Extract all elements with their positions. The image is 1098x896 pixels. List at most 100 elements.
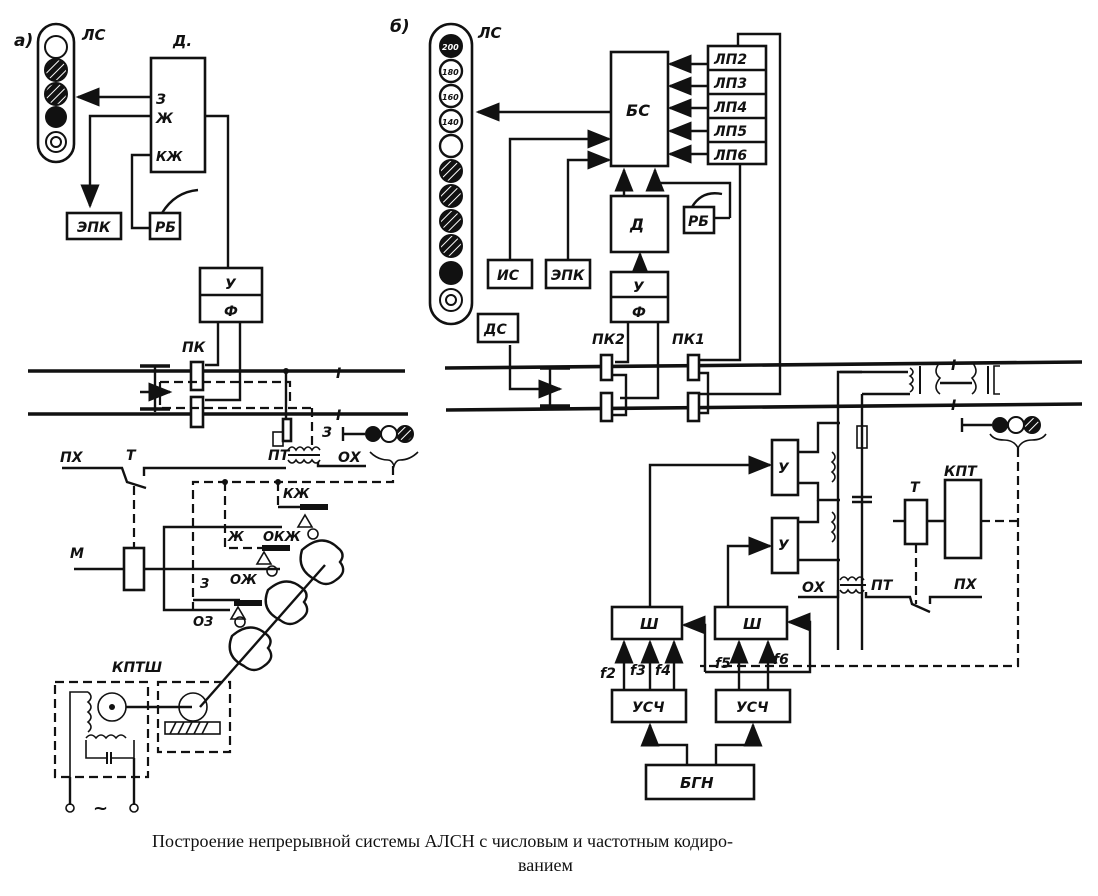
rb-a xyxy=(148,211,182,241)
kpt-label: КПТ xyxy=(944,464,978,480)
pickup-coil-k1-top xyxy=(686,353,701,382)
px-b-label: ПХ xyxy=(954,577,978,593)
track-signal-a xyxy=(341,425,414,443)
epk-a xyxy=(65,211,123,241)
caption-line-1: Построение непрерывной системы АЛСН с чи… xyxy=(152,831,733,851)
svg-text:РБ: РБ xyxy=(688,214,709,230)
panel-b-cab-signal-label: ЛС xyxy=(477,24,501,42)
freq-f3: f3 xyxy=(630,663,646,679)
ds-block xyxy=(476,312,520,344)
decoder-a xyxy=(149,56,207,174)
svg-text:Ф: Ф xyxy=(632,305,646,321)
relay-t-a xyxy=(122,546,146,592)
line-relays xyxy=(706,44,768,166)
pickup-coil-a-top xyxy=(189,360,205,392)
speed-lamp-160: 160 xyxy=(442,93,459,102)
svg-text:I: I xyxy=(336,366,341,382)
svg-text:У: У xyxy=(778,461,790,477)
contact-zh: Ж xyxy=(227,530,245,545)
kpt-transmitter xyxy=(943,478,983,560)
divider-2 xyxy=(714,688,792,724)
m-a-label: М xyxy=(70,546,84,562)
pickup-b-label-1: ПК1 xyxy=(672,332,705,348)
pickup-coil-k2-bottom xyxy=(599,391,614,423)
cam-mechanism xyxy=(199,513,345,708)
pickup-b-label-2: ПК2 xyxy=(592,332,625,348)
relay-lp3: ЛП3 xyxy=(713,76,747,92)
track-aspect-a: З xyxy=(322,425,332,441)
px-a-label: ПХ xyxy=(60,450,84,466)
lamp-red-icon xyxy=(439,261,463,285)
track-amp-2 xyxy=(770,516,800,575)
svg-text:ЭПК: ЭПК xyxy=(551,268,585,284)
svg-text:ИС: ИС xyxy=(497,268,520,284)
panel-b-cab-signal xyxy=(428,22,474,326)
panel-a-tag: а) xyxy=(14,31,33,51)
lamp-yellow-red-icon xyxy=(44,58,68,82)
lamp-white-ring-icon xyxy=(50,136,62,148)
transformer-a-label: ПТ xyxy=(268,448,291,464)
decoder-out-z: З xyxy=(156,92,166,108)
transmitter-motor-box xyxy=(53,680,150,779)
svg-text:Ш: Ш xyxy=(640,615,659,633)
transmitter-gear-box xyxy=(156,680,232,754)
signal-block xyxy=(609,50,670,168)
rb-b xyxy=(682,205,716,235)
panel-b-tag: б) xyxy=(390,17,410,37)
svg-text:I: I xyxy=(951,398,956,414)
track-circuit-b: I I xyxy=(830,358,1000,650)
lamp-yellow-icon xyxy=(44,82,68,106)
decoder-out-kzh: КЖ xyxy=(156,150,184,165)
svg-text:УСЧ: УСЧ xyxy=(632,700,665,716)
svg-text:БГН: БГН xyxy=(680,774,714,792)
pickup-coil-k1-bottom xyxy=(686,391,701,423)
freq-f6: f6 xyxy=(773,652,789,668)
svg-text:Ш: Ш xyxy=(743,615,762,633)
freq-f5: f5 xyxy=(715,656,731,672)
ox-a-label: ОХ xyxy=(338,450,362,466)
relay-lp6: ЛП6 xyxy=(713,148,747,164)
contact-kzh: КЖ xyxy=(283,487,311,502)
svg-text:Ф: Ф xyxy=(224,304,238,320)
ac-source-icon: ~ xyxy=(93,798,108,819)
svg-text:У: У xyxy=(633,280,645,296)
pickup-a-label: ПК xyxy=(182,340,206,356)
svg-text:БС: БС xyxy=(626,101,650,120)
relay-t-b xyxy=(903,498,929,546)
caption-line-2: ванием xyxy=(518,855,573,875)
relay-lp2: ЛП2 xyxy=(713,52,747,68)
freq-f2: f2 xyxy=(600,666,616,682)
svg-text:ДС: ДС xyxy=(483,322,507,338)
relay-lp5: ЛП5 xyxy=(713,124,747,140)
svg-text:I: I xyxy=(951,358,956,374)
speed-lamp-200: 200 xyxy=(442,43,459,52)
svg-text:УСЧ: УСЧ xyxy=(736,700,769,716)
transmitter-label: КПТШ xyxy=(112,660,162,676)
svg-text:РБ: РБ xyxy=(155,220,176,236)
generator-block xyxy=(644,763,756,801)
decoder-a-label: Д. xyxy=(172,32,192,50)
pickup-coil-k2-top xyxy=(599,353,614,382)
is-block xyxy=(486,258,534,290)
t-a-label: Т xyxy=(126,448,137,464)
panel-a-cab-signal-label: ЛС xyxy=(81,26,105,44)
freq-f4: f4 xyxy=(655,663,671,679)
contact-z: З xyxy=(200,577,209,592)
epk-b xyxy=(544,258,592,290)
svg-text:У: У xyxy=(778,538,790,554)
pickup-coil-a-bottom xyxy=(189,395,205,429)
lamp-white-icon xyxy=(44,35,68,59)
ox-b-label: ОХ xyxy=(802,580,826,596)
svg-text:У: У xyxy=(225,277,237,293)
track-signal-b xyxy=(960,416,1047,450)
track-amp-1 xyxy=(770,438,800,497)
contact-okzh: ОКЖ xyxy=(263,530,302,545)
t-b-label: Т xyxy=(910,480,921,496)
shaper-2 xyxy=(713,605,789,641)
svg-text:Д: Д xyxy=(629,215,644,234)
decoder-out-zh: Ж xyxy=(155,111,174,127)
svg-text:I: I xyxy=(336,408,341,424)
contact-oz: ОЗ xyxy=(193,615,213,630)
speed-lamp-140: 140 xyxy=(442,118,459,127)
